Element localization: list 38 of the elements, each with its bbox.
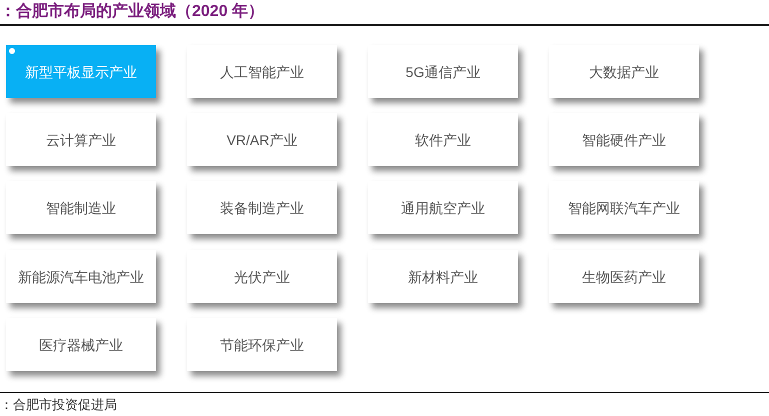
industry-label: 装备制造产业 (220, 198, 304, 216)
industry-label: 新能源汽车电池产业 (18, 268, 144, 286)
industry-card (549, 250, 699, 303)
industry-card (368, 250, 518, 303)
industry-label: 智能网联汽车产业 (568, 198, 680, 216)
industry-label: 云计算产业 (46, 130, 116, 148)
industry-label: 通用航空产业 (401, 198, 485, 216)
industry-label: 生物医药产业 (582, 268, 666, 286)
industry-card (368, 45, 518, 98)
industry-label: 光伏产业 (234, 268, 290, 286)
industry-label: 新型平板显示产业 (25, 62, 137, 80)
industry-label: 节能环保产业 (220, 336, 304, 354)
industry-card (6, 318, 156, 371)
industry-card (187, 113, 337, 166)
industry-card (187, 45, 337, 98)
industry-label: 新材料产业 (408, 268, 478, 286)
industry-card (368, 113, 518, 166)
industry-card (187, 318, 337, 371)
industry-card (187, 250, 337, 303)
industry-card (6, 250, 156, 303)
industry-card (549, 181, 699, 234)
industry-card (187, 181, 337, 234)
industry-label: 医疗器械产业 (39, 336, 123, 354)
highlighted-industry-card (6, 45, 156, 98)
industry-label: 大数据产业 (589, 62, 659, 80)
industry-card (549, 45, 699, 98)
industry-label: VR/AR产业 (226, 130, 298, 148)
industry-card (368, 181, 518, 234)
source-note: ：合肥市投资促进局 (0, 397, 117, 413)
industry-card (6, 113, 156, 166)
industry-label: 软件产业 (415, 130, 471, 148)
industry-card (6, 181, 156, 234)
industry-label: 智能制造业 (46, 198, 116, 216)
industry-label: 5G通信产业 (406, 62, 480, 80)
industry-card (549, 113, 699, 166)
industry-label: 智能硬件产业 (582, 130, 666, 148)
industry-label: 人工智能产业 (220, 62, 304, 80)
title-text: ：合肥市布局的产业领域（2020 年） (0, 2, 264, 22)
